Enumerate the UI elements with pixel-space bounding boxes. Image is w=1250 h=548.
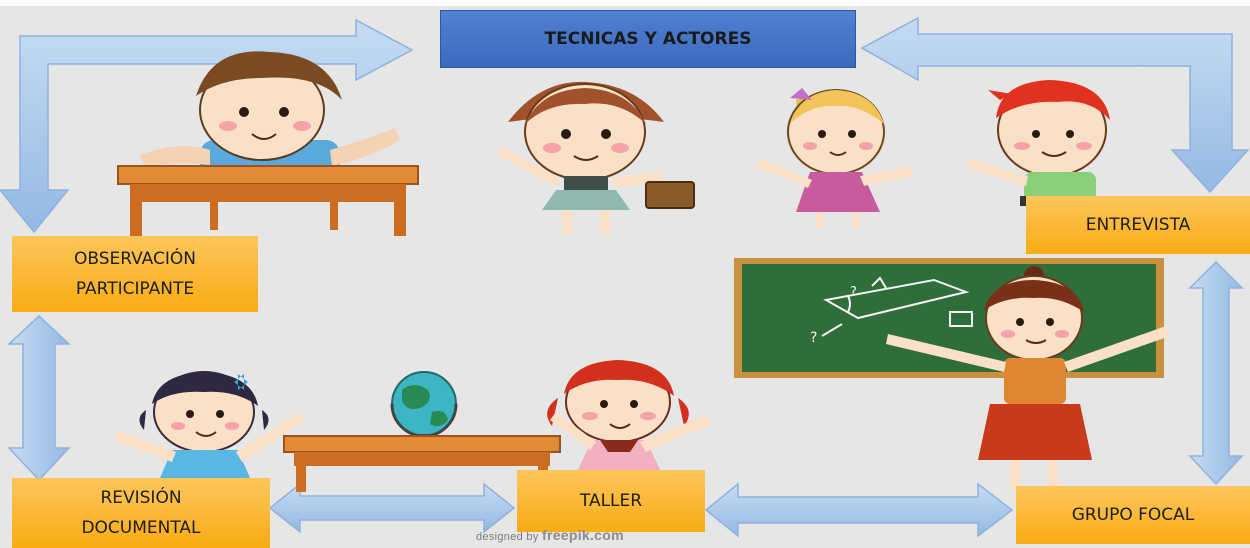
arrow-taller-grupo-focal: [704, 482, 1014, 538]
node-grupo-focal-label: GRUPO FOCAL: [1071, 505, 1195, 525]
node-observacion-participante: OBSERVACIÓN PARTICIPANTE: [12, 236, 258, 312]
node-taller-label: TALLER: [579, 491, 643, 511]
node-observacion-label: OBSERVACIÓN PARTICIPANTE: [73, 249, 196, 299]
node-revision-label: REVISIÓN DOCUMENTAL: [81, 488, 201, 538]
globe-icon: [390, 371, 458, 440]
girl-with-bow-icon: [114, 371, 306, 478]
node-taller: TALLER: [517, 470, 705, 532]
title-box: TECNICAS Y ACTORES: [440, 10, 856, 68]
node-grupo-focal: GRUPO FOCAL: [1016, 486, 1250, 544]
credit-prefix: designed by: [476, 531, 539, 543]
girl-with-briefcase-icon: [498, 81, 695, 234]
credit-brand: freepik.com: [541, 527, 624, 543]
node-revision-documental: REVISIÓN DOCUMENTAL: [12, 478, 270, 548]
node-entrevista-label: ENTREVISTA: [1085, 215, 1191, 235]
title-text: TECNICAS Y ACTORES: [544, 29, 752, 49]
arrow-title-to-entrevista: [860, 16, 1250, 194]
teacher-at-chalkboard-icon: [886, 266, 1170, 490]
svg-text:?: ?: [850, 285, 857, 300]
arrow-observacion-to-title: [0, 18, 414, 234]
blonde-girl-icon: [756, 88, 914, 228]
svg-text:?: ?: [810, 330, 817, 346]
desk-icon: [283, 435, 561, 492]
freepik-credit: designed by freepik.com: [476, 527, 624, 543]
redhead-girl-icon: [547, 360, 712, 478]
node-entrevista: ENTREVISTA: [1026, 196, 1250, 254]
arrow-entrevista-grupo-focal: [1188, 260, 1244, 486]
boy-at-desk-icon: [117, 51, 419, 236]
